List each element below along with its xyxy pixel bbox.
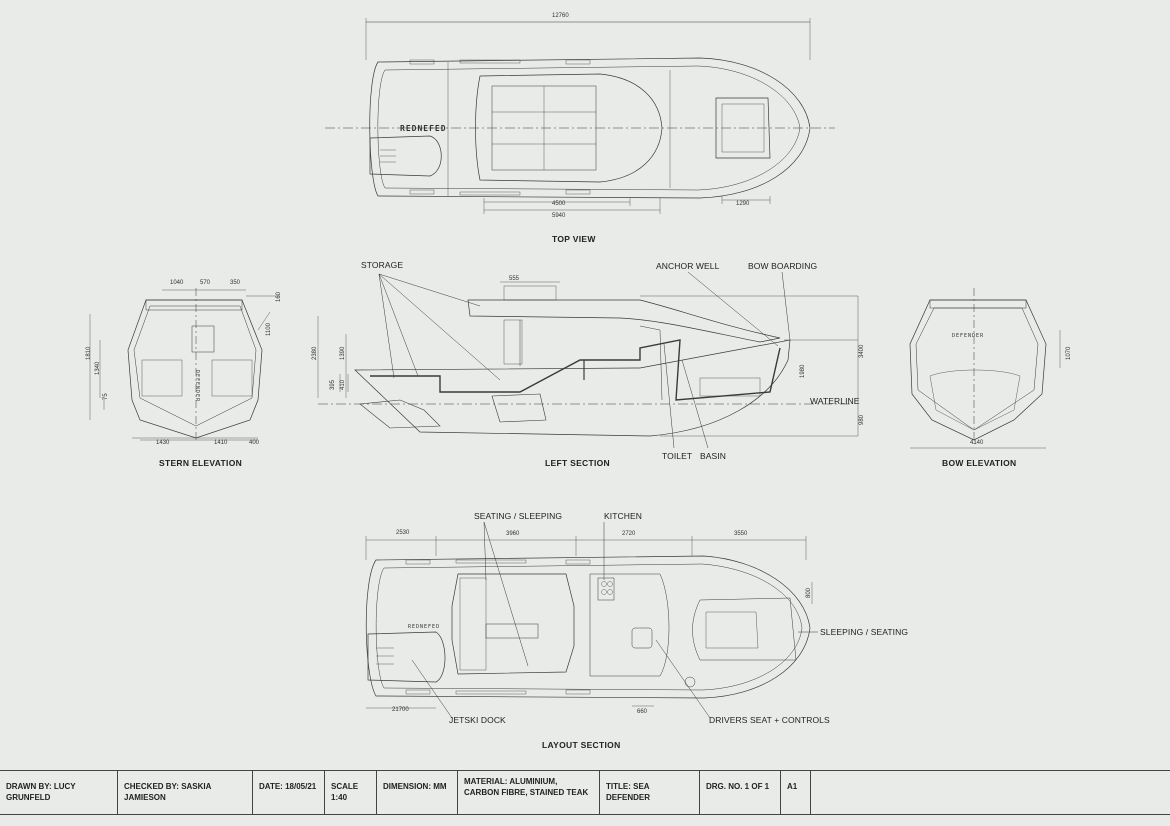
dim-stern-570: 570 — [200, 280, 211, 286]
label-storage: STORAGE — [361, 260, 404, 270]
layout-section-drawing — [365, 521, 818, 719]
label-jetski-dock: JETSKI DOCK — [449, 715, 506, 725]
dim-stern-1040: 1040 — [170, 280, 184, 286]
dim-top-4500: 4500 — [552, 201, 566, 207]
dim-stern-1100: 1100 — [266, 323, 272, 336]
title-block-material: MATERIAL: ALUMINIUM, CARBON FIBRE, STAIN… — [458, 771, 600, 814]
title-block-blank — [811, 771, 1170, 814]
dim-left-980: 980 — [859, 414, 865, 425]
title-block-checked-by: CHECKED BY: SASKIA JAMIESON — [118, 771, 253, 814]
top-view-drawing — [325, 18, 835, 214]
dim-left-1980: 1980 — [800, 364, 806, 378]
title-block-drg-no: DRG. NO. 1 OF 1 — [700, 771, 781, 814]
title-block: DRAWN BY: LUCY GRUNFELD CHECKED BY: SASK… — [0, 770, 1170, 815]
label-seating-sleeping: SEATING / SLEEPING — [474, 511, 563, 521]
dim-stern-1340: 1340 — [95, 361, 101, 375]
dim-bow-4140: 4140 — [970, 440, 984, 446]
label-anchor-well: ANCHOR WELL — [656, 261, 720, 271]
brand-mark-layout: REDNEFED — [408, 624, 441, 630]
dim-bow-1070: 1070 — [1066, 346, 1072, 360]
bow-elevation-title: BOW ELEVATION — [942, 458, 1017, 468]
label-toilet: TOILET — [662, 451, 693, 461]
layout-section-title: LAYOUT SECTION — [542, 740, 621, 750]
dim-layout-3960: 3960 — [506, 531, 520, 537]
dim-stern-1810: 1810 — [86, 346, 92, 360]
title-block-dimension: DIMENSION: MM — [377, 771, 458, 814]
title-block-date: DATE: 18/05/21 — [253, 771, 325, 814]
dim-left-395: 395 — [330, 379, 336, 390]
dim-stern-75: 75 — [103, 393, 109, 400]
brand-mark-bow: DEFENDER — [952, 333, 985, 339]
dim-top-1290: 1290 — [736, 201, 750, 207]
dim-left-2380: 2380 — [312, 346, 318, 360]
dim-top-5940: 5940 — [552, 213, 566, 219]
dim-left-1390: 1390 — [340, 346, 346, 360]
label-kitchen: KITCHEN — [604, 511, 643, 521]
dim-layout-800: 800 — [806, 587, 812, 598]
dim-left-3400: 3400 — [859, 344, 865, 358]
dim-stern-160: 160 — [276, 291, 282, 302]
stern-elevation-drawing — [89, 288, 280, 441]
dim-top-overall: 12760 — [552, 13, 569, 19]
dim-stern-400: 400 — [249, 440, 260, 446]
brand-mark-stern: DEFENDER — [194, 370, 200, 403]
label-sleeping-seating: SLEEPING / SEATING — [820, 627, 909, 637]
label-drivers-seat: DRIVERS SEAT + CONTROLS — [709, 715, 830, 725]
dim-left-555: 555 — [509, 276, 520, 282]
top-view-title: TOP VIEW — [552, 234, 596, 244]
dim-layout-2720: 2720 — [622, 531, 636, 537]
title-block-scale: SCALE 1:40 — [325, 771, 377, 814]
brand-mark-top: REDNEFED — [400, 124, 447, 133]
title-block-drawn-by: DRAWN BY: LUCY GRUNFELD — [0, 771, 118, 814]
label-bow-boarding: BOW BOARDING — [748, 261, 818, 271]
title-block-title: TITLE: SEA DEFENDER — [600, 771, 700, 814]
dim-stern-1410: 1410 — [214, 440, 228, 446]
dim-stern-1430: 1430 — [156, 440, 170, 446]
dim-left-410: 410 — [340, 379, 346, 390]
label-waterline: WATERLINE — [810, 396, 860, 406]
dim-layout-660: 660 — [637, 709, 648, 715]
label-basin: BASIN — [700, 451, 727, 461]
dim-layout-3550: 3550 — [734, 531, 748, 537]
dim-stern-350: 350 — [230, 280, 241, 286]
bow-elevation-drawing — [909, 288, 1061, 449]
dim-layout-2530: 2530 — [396, 530, 410, 536]
dim-layout-21700: 21700 — [392, 707, 409, 713]
title-block-size: A1 — [781, 771, 811, 814]
stern-elevation-title: STERN ELEVATION — [159, 458, 243, 468]
left-section-drawing — [317, 271, 859, 449]
left-section-title: LEFT SECTION — [545, 458, 610, 468]
